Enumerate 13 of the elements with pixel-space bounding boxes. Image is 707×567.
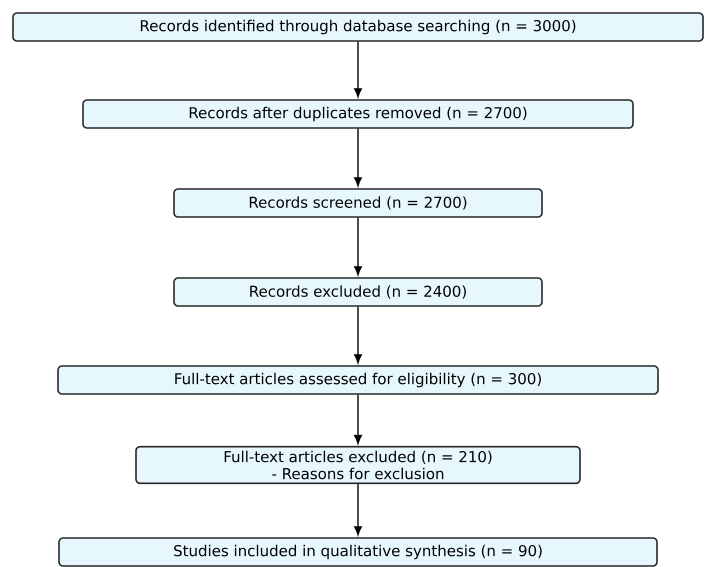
process-box: Full-text articles assessed for eligibility (n = 300): [57, 365, 659, 395]
process-box: Records after duplicates removed (n = 2700): [82, 99, 634, 129]
arrow: [354, 42, 362, 98]
arrow: [354, 394, 362, 444]
process-box: Full-text articles excluded (n = 210) - Reasons for exclusion: [135, 446, 581, 484]
arrow: [354, 484, 362, 536]
arrow: [354, 306, 362, 364]
arrow: [354, 128, 362, 186]
process-box: Records identified through database searching (n = 3000): [12, 12, 704, 42]
process-box: Studies included in qualitative synthesis (n = 90): [58, 537, 658, 567]
process-box: Records screened (n = 2700): [173, 188, 543, 218]
process-box: Records excluded (n = 2400): [173, 277, 543, 307]
arrow: [354, 218, 362, 276]
